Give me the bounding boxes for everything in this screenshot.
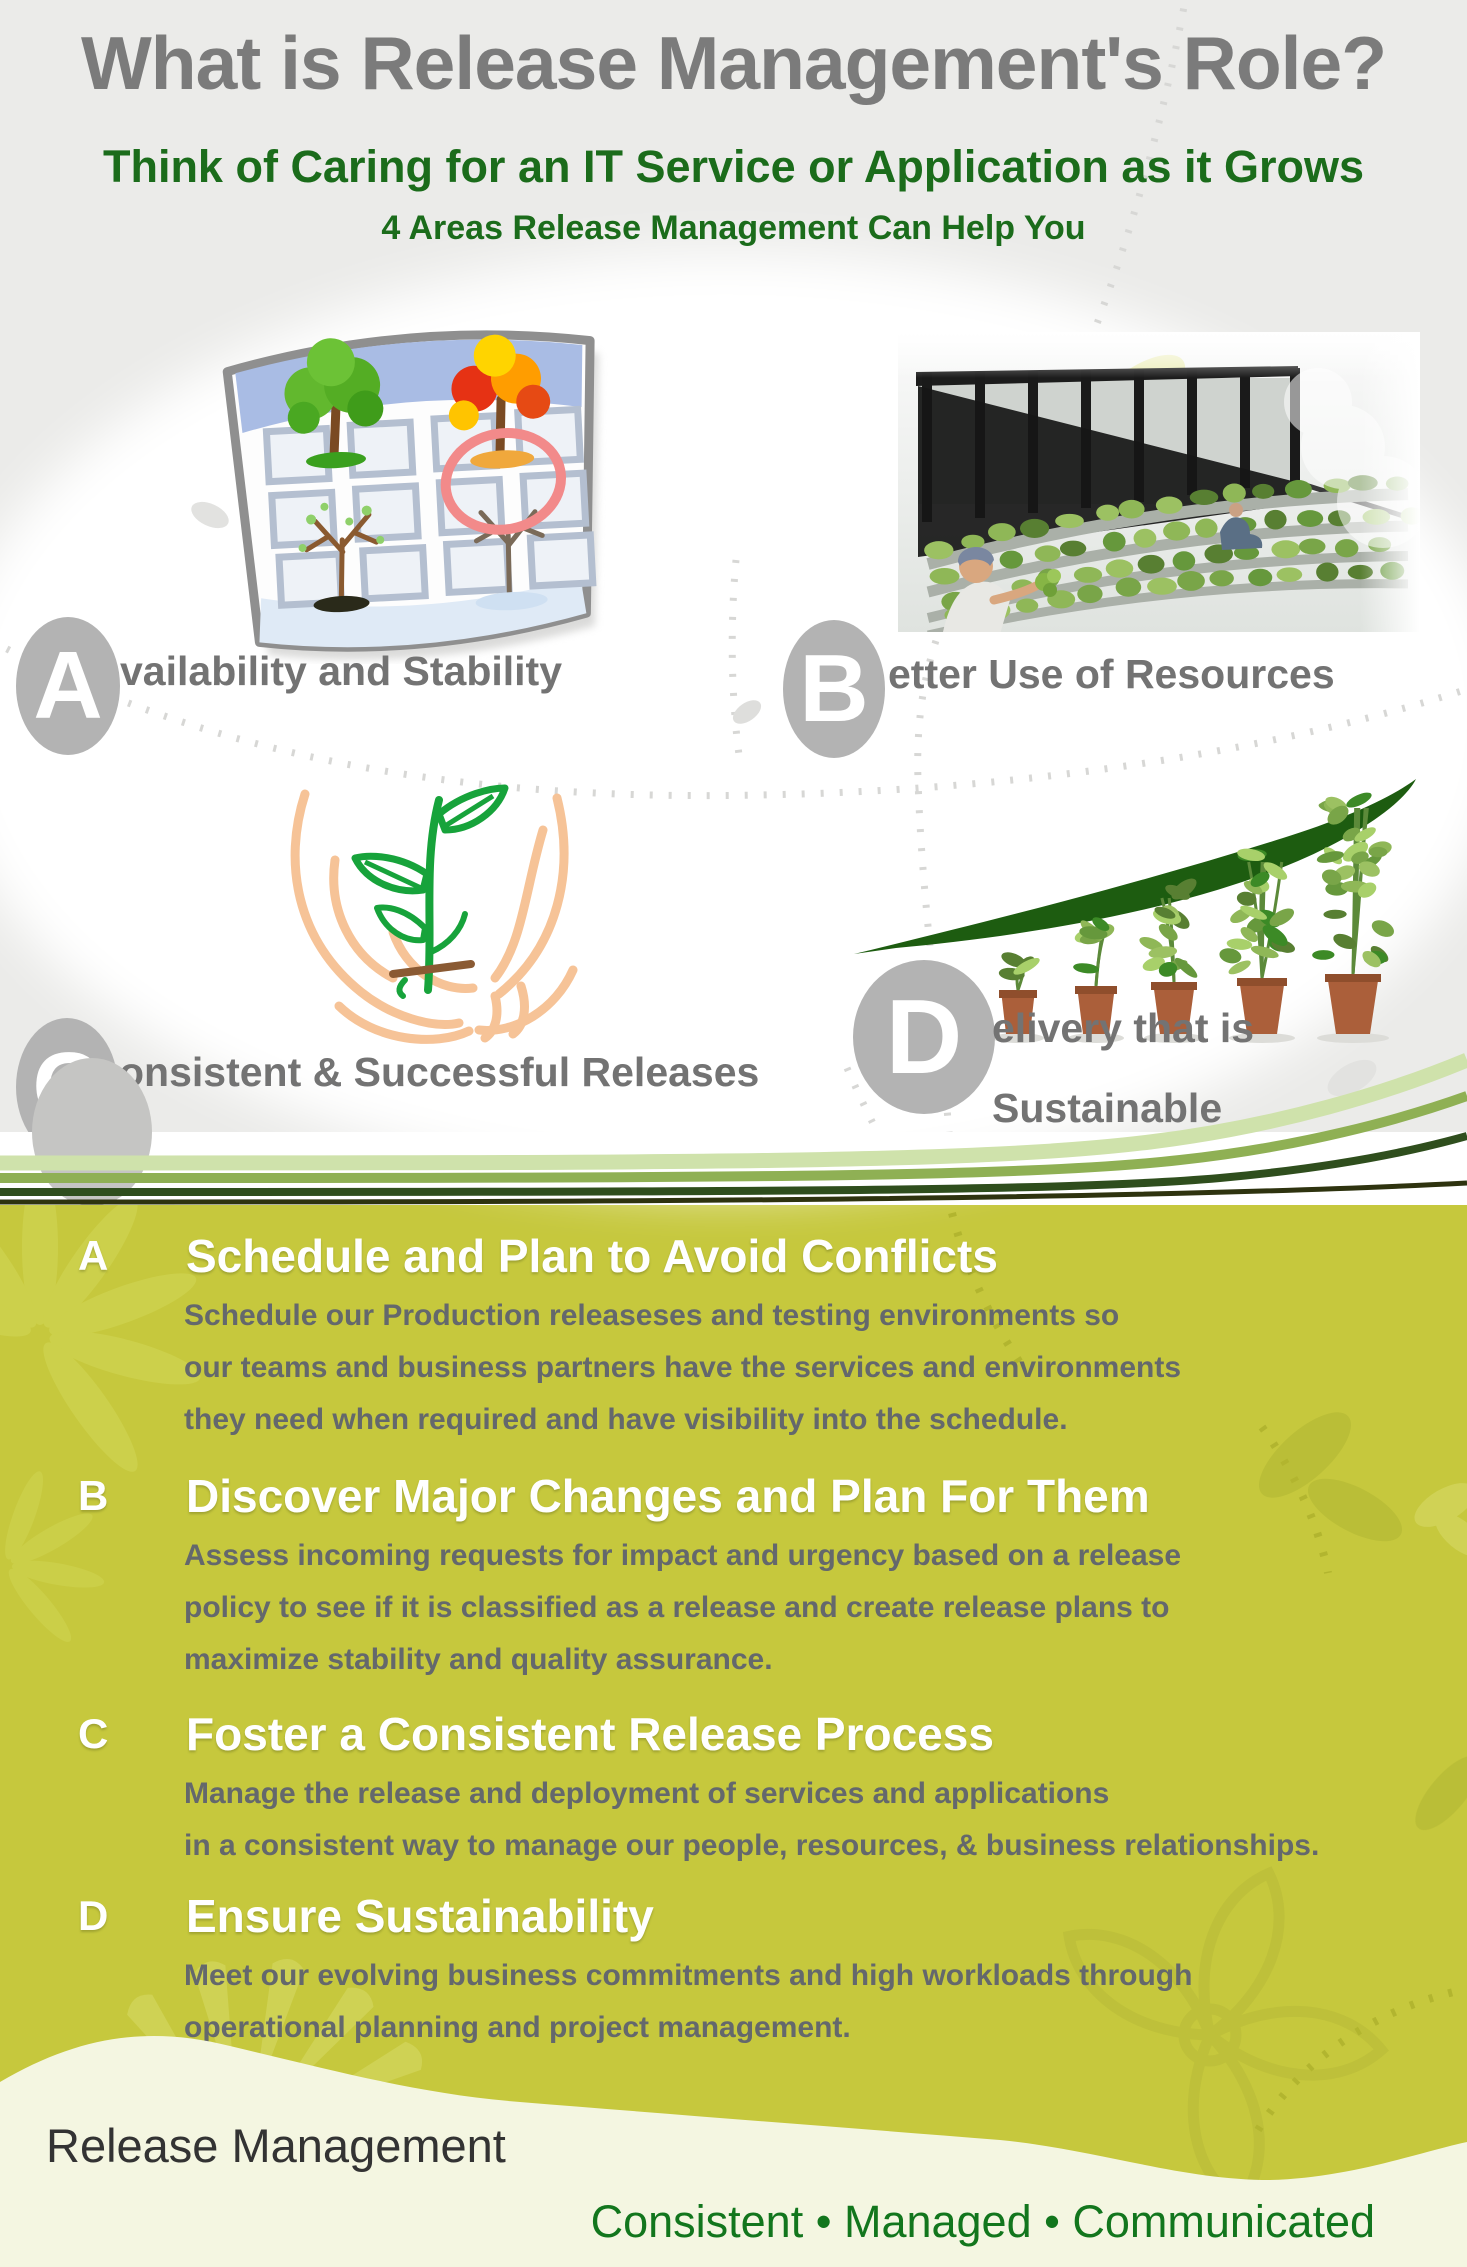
section-d-letter: D bbox=[78, 1892, 109, 1939]
spring-tree bbox=[304, 511, 379, 603]
hands-holding-seedling-illustration bbox=[290, 784, 578, 1044]
section-d-heading: Ensure Sustainability bbox=[186, 1890, 654, 1942]
dotted-curves-decoration bbox=[0, 0, 1467, 1205]
growing-plants-arrow-illustration bbox=[854, 779, 1416, 1043]
quadrant-b-letter: B bbox=[799, 635, 869, 742]
foreground-worker bbox=[943, 546, 1061, 632]
olive-section: A Schedule and Plan to Avoid Conflicts S… bbox=[0, 1205, 1467, 2267]
quadrant-a-label: vailability and Stability bbox=[120, 648, 563, 694]
page-title: What is Release Management's Role? bbox=[80, 21, 1387, 105]
seedling bbox=[351, 784, 509, 999]
plants bbox=[998, 792, 1395, 981]
autumn-tree bbox=[448, 334, 551, 469]
flower-rays-top-left bbox=[0, 1205, 201, 1472]
quadrant-c-label: onsistent & Successful Releases bbox=[119, 1049, 760, 1095]
quadrant-b-label: etter Use of Resources bbox=[888, 651, 1335, 697]
page-tagline: 4 Areas Release Management Can Help You bbox=[381, 209, 1086, 247]
summer-tree bbox=[284, 338, 384, 469]
quadrant-d-letter: D bbox=[885, 977, 963, 1096]
section-a-letter: A bbox=[78, 1232, 109, 1279]
leaf-pair-right bbox=[1259, 1412, 1467, 1831]
quadrant-d-label: elivery that is Sustainable bbox=[992, 1005, 1255, 1131]
olive-flower-decorations bbox=[0, 1205, 1467, 2212]
red-circle-annotation bbox=[440, 427, 567, 535]
butterfly-shape bbox=[1414, 1483, 1467, 1558]
section-c-letter: C bbox=[78, 1710, 109, 1757]
footer-wave bbox=[0, 2035, 1467, 2267]
section-c-heading: Foster a Consistent Release Process bbox=[186, 1708, 994, 1760]
section-c-body: Manage the release and deployment of ser… bbox=[184, 1777, 1320, 1862]
greenhouse-photo bbox=[898, 332, 1420, 632]
section-d-body: Meet our evolving business commitments a… bbox=[184, 1959, 1193, 2044]
section-b-letter: B bbox=[78, 1472, 109, 1519]
hands-outline bbox=[290, 789, 578, 1044]
section-b-heading: Discover Major Changes and Plan For Them bbox=[186, 1470, 1150, 1522]
quadrant-a-letter: A bbox=[33, 632, 103, 739]
page-subtitle: Think of Caring for an IT Service or App… bbox=[102, 141, 1365, 192]
seasons-calendar-illustration bbox=[222, 330, 599, 660]
section-a-body: Schedule our Production releaseses and t… bbox=[184, 1299, 1182, 1436]
footer-title: Release Management bbox=[46, 2119, 506, 2172]
green-swoosh-divider bbox=[0, 1053, 1467, 1205]
olive-dotted-curves bbox=[948, 1212, 1463, 2133]
pots bbox=[992, 974, 1389, 1043]
kneeling-worker bbox=[1220, 503, 1263, 550]
quadrant-a-letter-circle: A bbox=[16, 617, 120, 755]
quadrant-d-letter-circle: D bbox=[853, 960, 995, 1114]
footer-tagline: Consistent • Managed • Communicated bbox=[590, 2196, 1375, 2247]
flower-rays-left bbox=[5, 1471, 105, 1642]
spring-leaves bbox=[298, 502, 385, 552]
quadrant-b-letter-circle: B bbox=[783, 620, 885, 758]
section-b-body: Assess incoming requests for impact and … bbox=[184, 1539, 1182, 1676]
section-a-heading: Schedule and Plan to Avoid Conflicts bbox=[186, 1230, 998, 1282]
top-section: What is Release Management's Role? Think… bbox=[0, 0, 1467, 1205]
